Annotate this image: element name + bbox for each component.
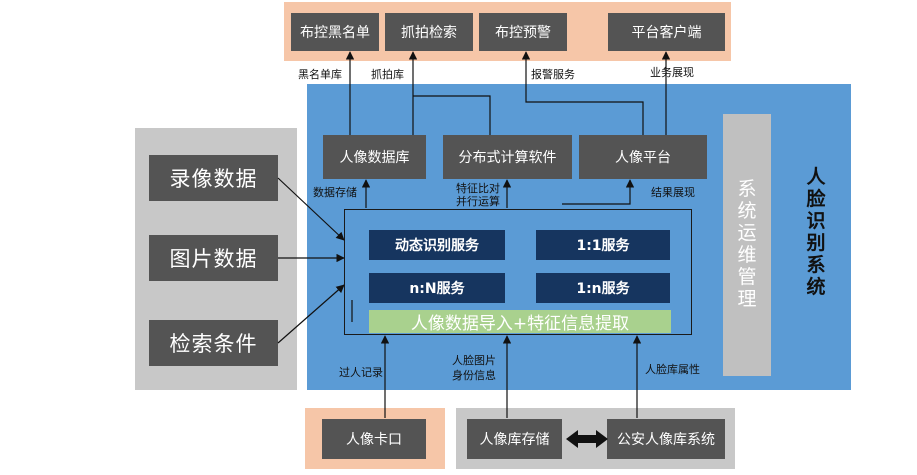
- data-import-bar: 人像数据导入+特征信息提取: [369, 310, 671, 334]
- ops-char-3: 运: [737, 222, 757, 245]
- label-face-image-2: 身份信息: [452, 369, 496, 382]
- video-data-box[interactable]: 录像数据: [149, 155, 278, 201]
- label-pass-record: 过人记录: [339, 366, 383, 379]
- sys-char-1: 人: [806, 166, 826, 189]
- sys-char-6: 统: [806, 275, 826, 298]
- services-container: [344, 209, 692, 335]
- search-condition-box[interactable]: 检索条件: [149, 320, 278, 366]
- portrait-storage-box[interactable]: 人像库存储: [467, 419, 562, 459]
- ops-char-1: 系: [737, 178, 757, 201]
- ops-management-box[interactable]: 系 统 运 维 管 理: [723, 114, 771, 376]
- sys-char-3: 识: [806, 210, 826, 233]
- dynamic-recognition-service[interactable]: 动态识别服务: [369, 230, 505, 260]
- ops-char-6: 理: [737, 287, 757, 310]
- label-alarm-service: 报警服务: [531, 68, 575, 81]
- label-blacklist-db: 黑名单库: [298, 68, 342, 81]
- sys-char-2: 脸: [806, 188, 826, 211]
- ops-char-2: 统: [737, 200, 757, 223]
- portrait-platform-box[interactable]: 人像平台: [579, 135, 707, 179]
- distributed-computing-box[interactable]: 分布式计算软件: [443, 135, 572, 179]
- one-to-one-service[interactable]: 1:1服务: [536, 230, 670, 260]
- sys-char-5: 系: [806, 253, 826, 276]
- label-face-attr: 人脸库属性: [645, 363, 700, 376]
- image-data-box[interactable]: 图片数据: [149, 235, 278, 281]
- sys-char-4: 别: [806, 232, 826, 254]
- platform-client-box[interactable]: 平台客户端: [608, 13, 725, 51]
- label-feature-compare-1: 特征比对: [456, 182, 500, 195]
- label-result-display: 结果展现: [651, 186, 695, 199]
- sync-double-arrow: [566, 430, 608, 448]
- label-capture-db: 抓拍库: [371, 68, 404, 81]
- ops-char-4: 维: [737, 244, 757, 266]
- blacklist-box[interactable]: 布控黑名单: [291, 13, 379, 51]
- alert-box[interactable]: 布控预警: [479, 13, 567, 51]
- portrait-database-box[interactable]: 人像数据库: [323, 135, 426, 179]
- label-face-image-1: 人脸图片: [452, 354, 496, 367]
- system-title: 人 脸 识 别 系 统: [796, 158, 836, 308]
- portrait-checkpoint-box[interactable]: 人像卡口: [322, 419, 426, 459]
- one-to-n-service[interactable]: 1:n服务: [536, 273, 670, 303]
- ops-char-5: 管: [737, 265, 757, 288]
- capture-search-box[interactable]: 抓拍检索: [385, 13, 473, 51]
- label-data-storage: 数据存储: [313, 186, 357, 199]
- public-security-db-box[interactable]: 公安人像库系统: [607, 419, 725, 459]
- n-to-n-service[interactable]: n:N服务: [369, 273, 505, 303]
- label-business-display: 业务展现: [650, 66, 694, 79]
- label-feature-compare-2: 并行运算: [456, 195, 500, 208]
